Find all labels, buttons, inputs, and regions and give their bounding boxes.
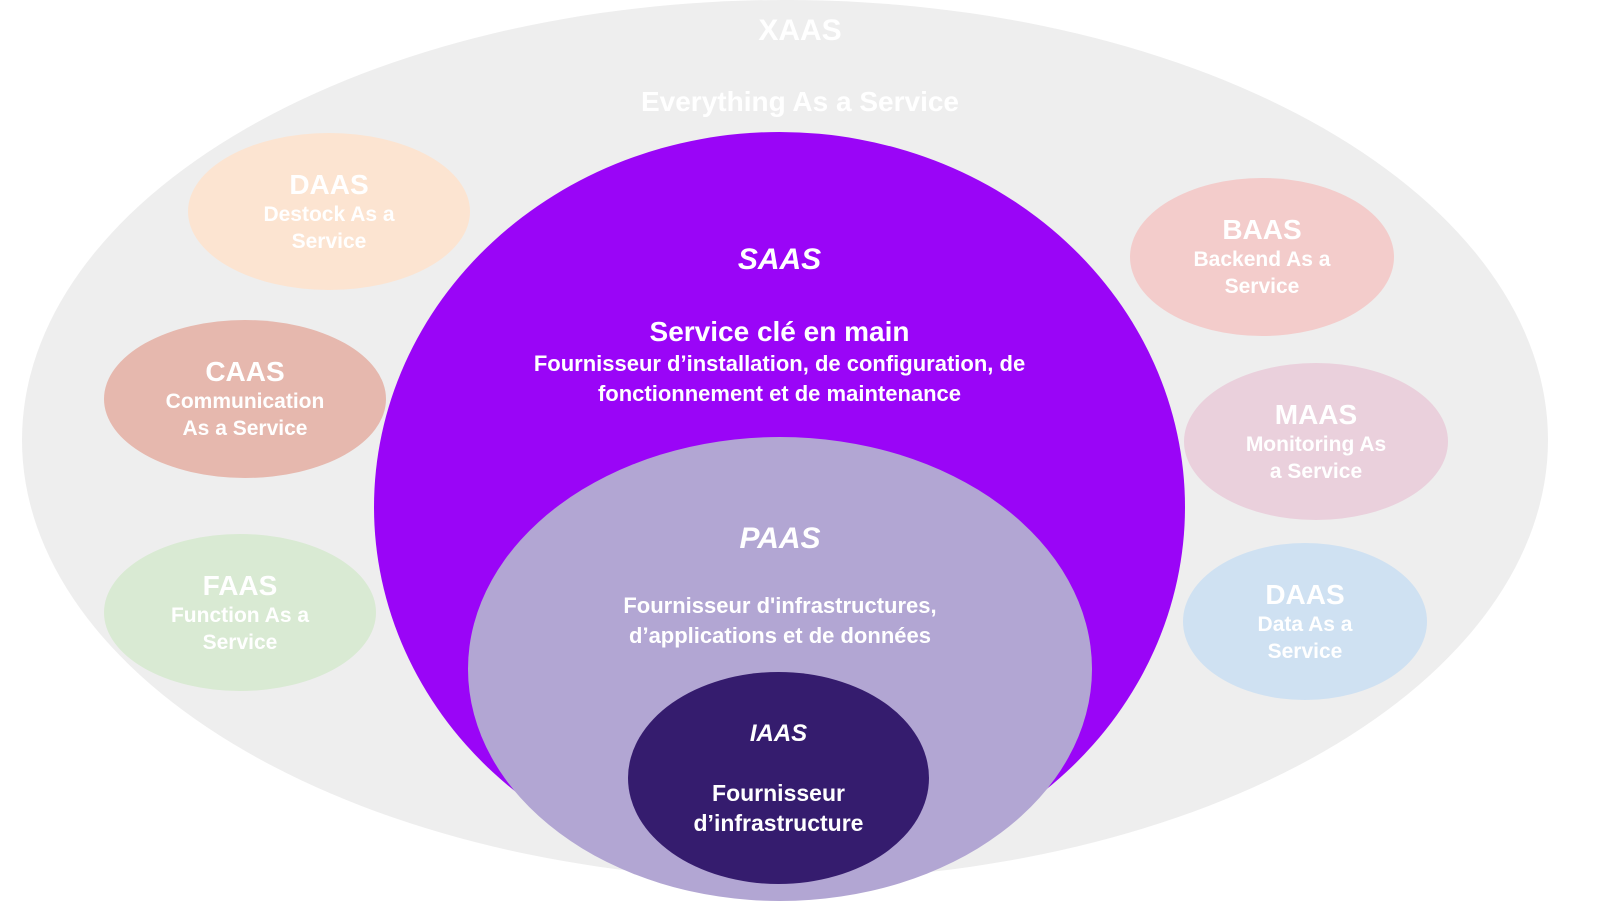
saas-title: SAAS bbox=[737, 243, 822, 276]
saas-description-line2: fonctionnement et de maintenance bbox=[597, 381, 962, 406]
bubble-subtitle: Communication As a Service bbox=[165, 390, 325, 440]
saas-heading: Service clé en main bbox=[649, 316, 910, 347]
paas-description-line2: d’applications et de données bbox=[629, 623, 931, 648]
bubble-subtitle: Data As a Service bbox=[1257, 612, 1353, 663]
iaas-description-line2: d’infrastructure bbox=[693, 810, 864, 836]
bubble-function: FAAS Function As a Service bbox=[104, 534, 376, 691]
bubble-title: CAAS bbox=[205, 356, 285, 387]
paas-description-line1: Fournisseur d'infrastructures, bbox=[623, 593, 937, 618]
bubble-backend: BAAS Backend As a Service bbox=[1130, 178, 1394, 336]
bubble-title: MAAS bbox=[1274, 398, 1358, 430]
bubble-title: FAAS bbox=[202, 569, 278, 601]
bubble-communication: CAAS Communication As a Service bbox=[104, 320, 386, 478]
bubble-monitoring: MAAS Monitoring As a Service bbox=[1184, 363, 1448, 520]
bubble-subtitle: Function As a Service bbox=[170, 603, 310, 654]
bubble-subtitle: Monitoring As a Service bbox=[1245, 432, 1387, 483]
paas-title: PAAS bbox=[739, 522, 821, 555]
bubble-subtitle: Destock As a Service bbox=[263, 202, 395, 253]
iaas-ellipse bbox=[628, 672, 929, 884]
iaas-description-line1: Fournisseur bbox=[712, 780, 845, 806]
bubble-subtitle: Backend As a Service bbox=[1193, 248, 1331, 298]
xaas-title: XAAS bbox=[758, 14, 842, 47]
bubble-data: DAAS Data As a Service bbox=[1183, 543, 1427, 700]
saas-description-line1: Fournisseur d’installation, de configura… bbox=[533, 351, 1026, 376]
xaas-subtitle: Everything As a Service bbox=[640, 86, 959, 117]
iaas-title: IAAS bbox=[749, 720, 808, 747]
bubble-destock: DAAS Destock As a Service bbox=[188, 133, 470, 290]
bubble-title: BAAS bbox=[1222, 214, 1302, 245]
bubble-title: DAAS bbox=[289, 168, 369, 200]
bubble-title: DAAS bbox=[1265, 578, 1345, 610]
